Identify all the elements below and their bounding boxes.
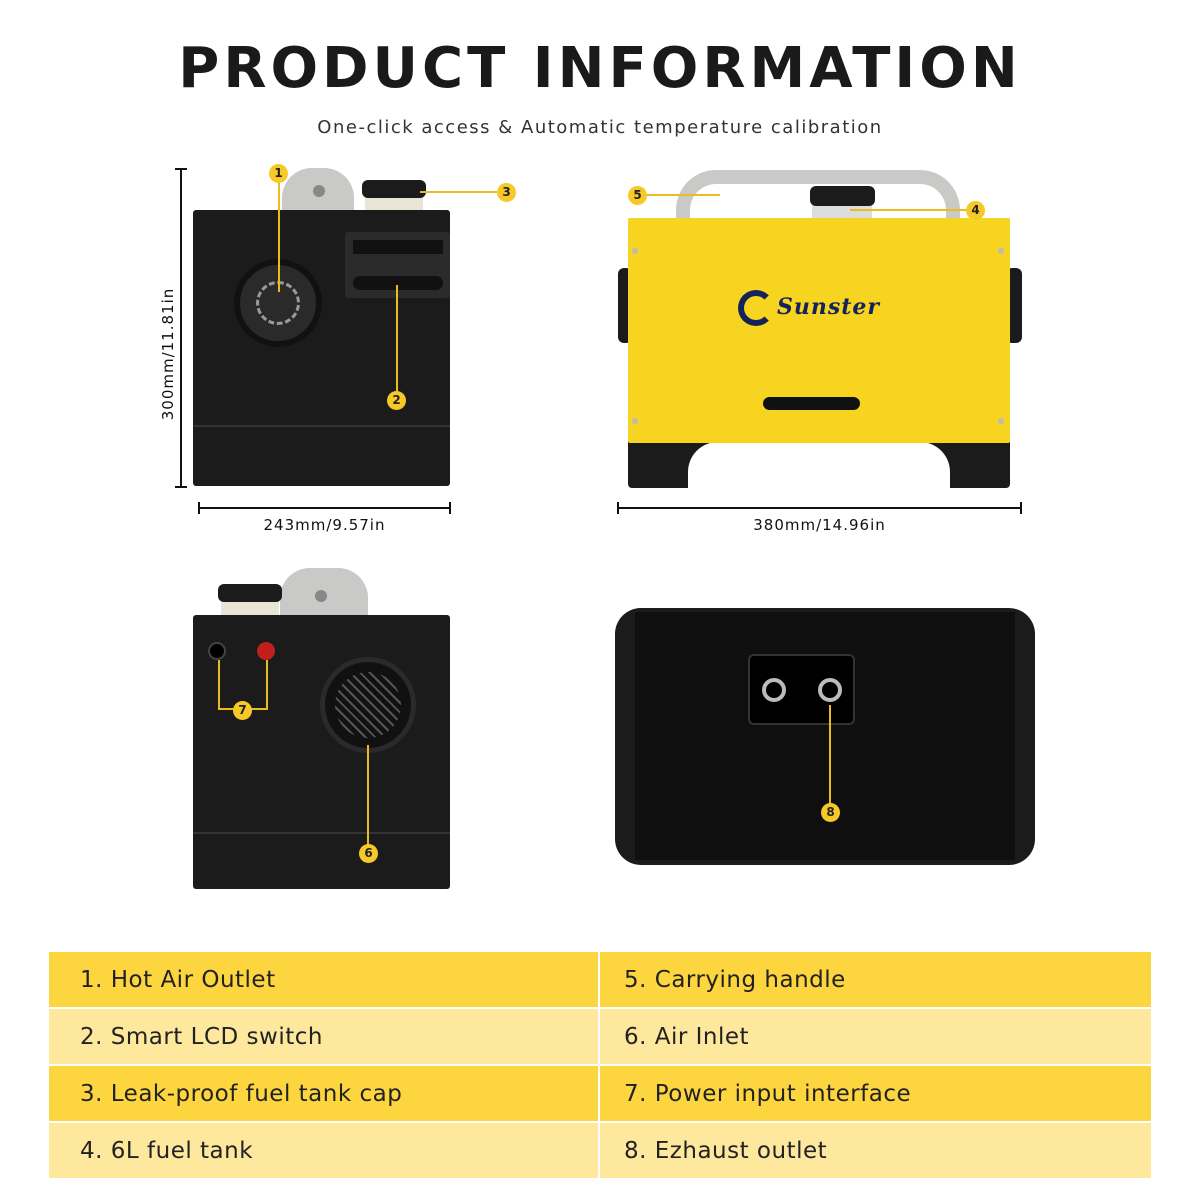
brand-logo: Sunster xyxy=(777,294,881,320)
fuel-cap xyxy=(810,186,875,206)
body-seam xyxy=(193,425,450,427)
marker-7: 7 xyxy=(233,701,252,720)
sunster-logo-icon xyxy=(738,290,774,326)
screw xyxy=(998,248,1004,254)
feet xyxy=(628,436,1010,488)
dim-tick xyxy=(617,502,619,514)
part-label: 2. Smart LCD switch xyxy=(49,1009,598,1064)
fuel-cap xyxy=(218,584,282,602)
page-title: PRODUCT INFORMATION xyxy=(178,36,1022,101)
exhaust-pipe xyxy=(818,678,842,702)
marker-5: 5 xyxy=(628,186,647,205)
table-row: 2. Smart LCD switch 6. Air Inlet xyxy=(49,1009,1151,1064)
feet-gap xyxy=(688,442,950,488)
dim-tick xyxy=(1020,502,1022,514)
part-label: 4. 6L fuel tank xyxy=(49,1123,598,1178)
page-subtitle: One-click access & Automatic temperature… xyxy=(317,117,883,138)
callout-line xyxy=(396,285,398,395)
lcd-screen xyxy=(353,240,443,254)
marker-1: 1 xyxy=(269,164,288,183)
air-inlet xyxy=(320,657,416,753)
part-label: 6. Air Inlet xyxy=(600,1009,1151,1064)
marker-4: 4 xyxy=(966,201,985,220)
front-width-label: 380mm/14.96in xyxy=(753,516,886,534)
dim-tick xyxy=(175,486,187,488)
callout-line xyxy=(829,705,831,810)
side-outlet xyxy=(1006,268,1022,343)
bracket-hole xyxy=(313,185,325,197)
heater-body xyxy=(193,615,450,889)
table-row: 4. 6L fuel tank 8. Ezhaust outlet xyxy=(49,1123,1151,1178)
front-panel: Sunster xyxy=(628,218,1010,443)
inlet-mesh xyxy=(335,672,401,738)
bracket-hole xyxy=(315,590,327,602)
screw xyxy=(632,248,638,254)
base-inner xyxy=(635,612,1015,860)
callout-line xyxy=(645,194,720,196)
marker-8: 8 xyxy=(821,803,840,822)
marker-2: 2 xyxy=(387,391,406,410)
fuel-cap xyxy=(362,180,426,198)
exhaust-panel xyxy=(748,654,855,725)
marker-3: 3 xyxy=(497,183,516,202)
dim-tick xyxy=(175,168,187,170)
table-row: 3. Leak-proof fuel tank cap 7. Power inp… xyxy=(49,1066,1151,1121)
callout-line xyxy=(850,209,970,211)
body-seam xyxy=(193,832,450,834)
screw xyxy=(632,418,638,424)
marker-6: 6 xyxy=(359,844,378,863)
front-width-dimension-line xyxy=(617,507,1022,509)
part-label: 5. Carrying handle xyxy=(600,952,1151,1007)
side-width-label: 243mm/9.57in xyxy=(263,516,386,534)
side-width-dimension-line xyxy=(198,507,451,509)
vent-slot xyxy=(763,397,860,410)
callout-line xyxy=(420,191,500,193)
tank-neck xyxy=(365,194,423,214)
dim-tick xyxy=(449,502,451,514)
callout-line xyxy=(367,745,369,850)
part-label: 8. Ezhaust outlet xyxy=(600,1123,1151,1178)
table-row: 1. Hot Air Outlet 5. Carrying handle xyxy=(49,952,1151,1007)
height-dimension-line xyxy=(180,168,182,488)
part-label: 3. Leak-proof fuel tank cap xyxy=(49,1066,598,1121)
part-label: 1. Hot Air Outlet xyxy=(49,952,598,1007)
height-label: 300mm/11.81in xyxy=(159,287,177,421)
callout-line xyxy=(278,182,280,292)
dim-tick xyxy=(198,502,200,514)
lcd-buttons xyxy=(353,276,443,290)
pipe xyxy=(762,678,786,702)
part-label: 7. Power input interface xyxy=(600,1066,1151,1121)
power-knob-black xyxy=(208,642,226,660)
screw xyxy=(998,418,1004,424)
tank-neck xyxy=(221,598,279,616)
power-knob-red xyxy=(257,642,275,660)
